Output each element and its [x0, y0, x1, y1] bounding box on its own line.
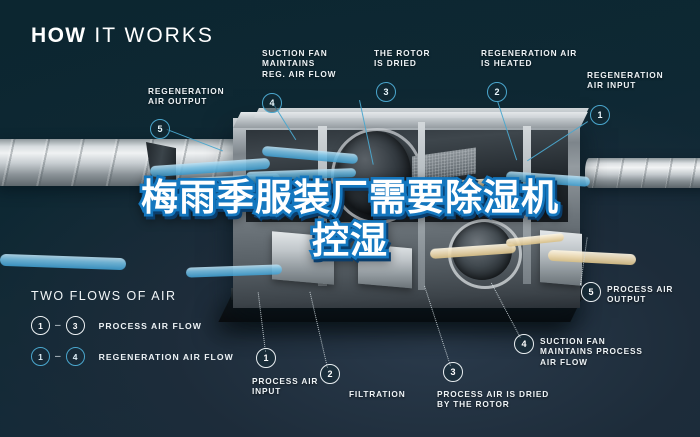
overlay-headline-line2: 控湿 — [309, 216, 390, 265]
page-title: HOW IT WORKS — [31, 24, 214, 48]
callout-label-suction-fan-regeneration: SUCTION FAN MAINTAINS REG. AIR FLOW — [262, 48, 337, 79]
page-title-rest: IT WORKS — [94, 24, 214, 47]
legend-label: REGENERATION AIR FLOW — [98, 351, 234, 362]
overlay-headline-line1: 梅雨季服装厂需要除湿机 — [138, 173, 561, 222]
internal-divider-panel — [523, 126, 531, 284]
legend-row-regeneration-air-flow: 1 – 4 REGENERATION AIR FLOW — [31, 347, 234, 366]
callout-label-regeneration-air-heated: REGENERATION AIR IS HEATED — [481, 48, 578, 69]
legend-marker-to: 3 — [65, 316, 85, 335]
callout-label-regeneration-air-input: REGENERATION AIR INPUT — [587, 70, 664, 91]
legend-marker-from: 1 — [31, 347, 50, 366]
callout-label-rotor-is-dried: THE ROTOR IS DRIED — [374, 48, 431, 69]
callout-marker-3-rotor[interactable]: 3 — [376, 82, 396, 102]
internal-divider-panel — [418, 122, 425, 290]
legend-heading: TWO FLOWS OF AIR — [31, 289, 177, 303]
callout-marker-1-process[interactable]: 1 — [256, 348, 276, 368]
callout-marker-2-heated[interactable]: 2 — [487, 82, 507, 102]
callout-marker-5-regeneration[interactable]: 5 — [150, 119, 170, 139]
overlay-headline: 梅雨季服装厂需要除湿机 控湿 — [0, 173, 700, 265]
callout-label-process-air-output: PROCESS AIR OUTPUT — [607, 284, 674, 305]
callout-label-suction-fan-process: SUCTION FAN MAINTAINS PROCESS AIR FLOW — [540, 336, 643, 367]
legend-dash: – — [55, 320, 61, 331]
cabinet-top-panel-rear — [254, 108, 589, 118]
legend: TWO FLOWS OF AIR 1 – 3 PROCESS AIR FLOW … — [31, 289, 234, 378]
legend-marker-from: 1 — [31, 316, 50, 335]
legend-label: PROCESS AIR FLOW — [98, 320, 202, 331]
callout-label-filtration: FILTRATION — [349, 389, 406, 399]
callout-marker-5-process[interactable]: 5 — [581, 282, 601, 302]
page-title-bold: HOW — [31, 24, 87, 47]
callout-label-regeneration-air-output: REGENERATION AIR OUTPUT — [148, 86, 225, 107]
right-spiral-duct — [585, 158, 700, 188]
callout-label-process-air-dried: PROCESS AIR IS DRIED BY THE ROTOR — [437, 389, 550, 410]
callout-marker-3-process-dried[interactable]: 3 — [443, 362, 463, 382]
callout-label-process-air-input: PROCESS AIR INPUT — [252, 376, 319, 397]
callout-marker-4-process[interactable]: 4 — [514, 334, 534, 354]
legend-row-process-air-flow: 1 – 3 PROCESS AIR FLOW — [31, 316, 234, 335]
legend-marker-to: 4 — [65, 347, 85, 366]
callout-marker-2-filtration[interactable]: 2 — [320, 364, 340, 384]
callout-marker-1-regeneration[interactable]: 1 — [590, 105, 610, 125]
callout-marker-4-regeneration[interactable]: 4 — [262, 93, 282, 113]
internal-divider-panel — [318, 126, 327, 286]
legend-dash: – — [55, 351, 61, 362]
